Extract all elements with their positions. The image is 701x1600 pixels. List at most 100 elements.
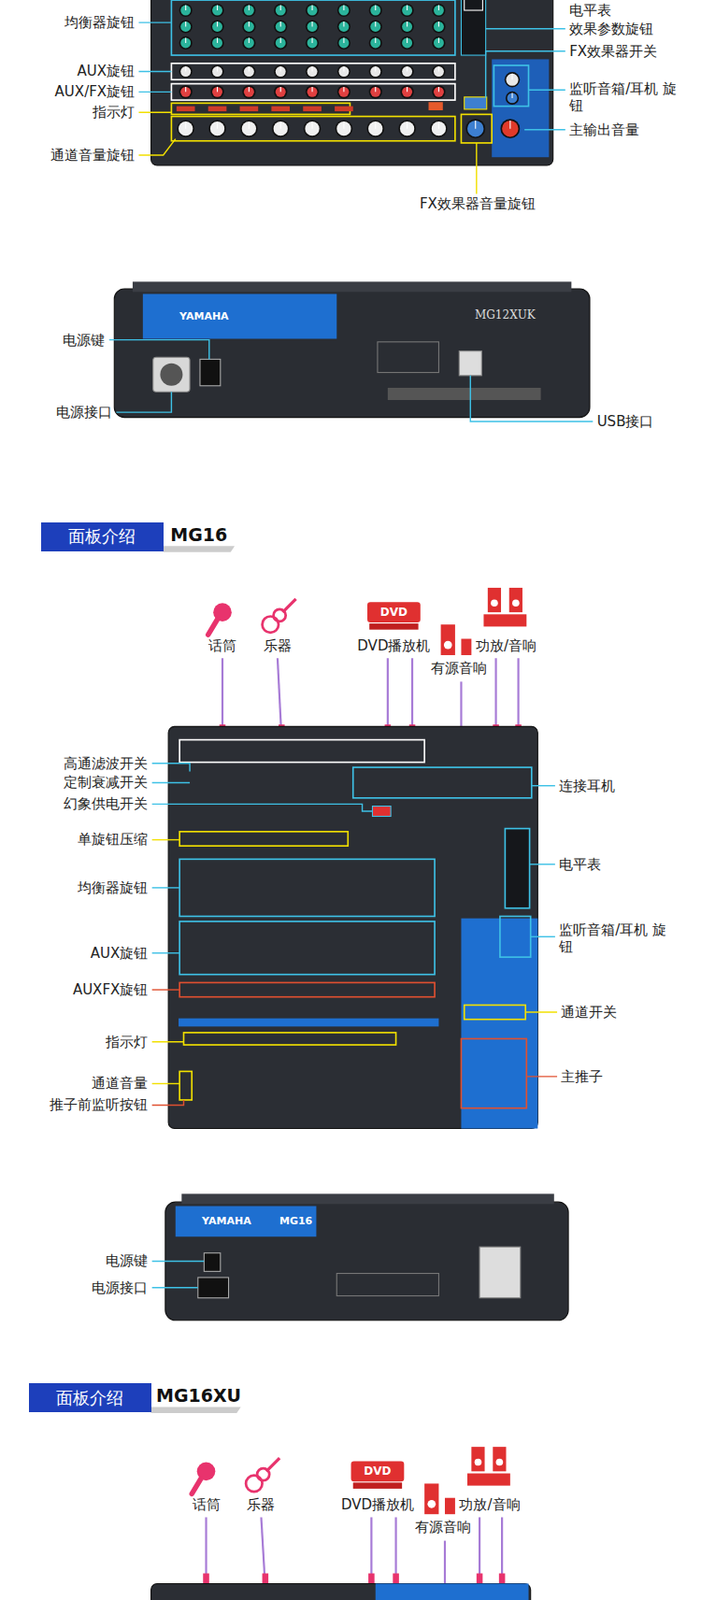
knob bbox=[401, 86, 413, 98]
knob-ring bbox=[429, 119, 448, 138]
knob-pointer bbox=[438, 37, 440, 43]
knob-ring bbox=[273, 36, 287, 50]
knob-ring bbox=[398, 119, 416, 138]
knob bbox=[338, 5, 349, 16]
fx-param-knob-box bbox=[464, 0, 484, 11]
knob bbox=[507, 92, 518, 103]
callout-boxes bbox=[179, 740, 532, 1109]
knob-pointer bbox=[438, 21, 440, 27]
knob-ring bbox=[210, 36, 224, 50]
mixer-body bbox=[168, 726, 538, 1129]
knob-pointer bbox=[312, 121, 314, 129]
callout-label: 主推子 bbox=[560, 1068, 603, 1086]
knob-ring bbox=[179, 64, 193, 78]
knob bbox=[243, 86, 255, 98]
knob-pointer bbox=[406, 5, 408, 11]
knob-ring bbox=[504, 71, 520, 87]
amplifier-icon bbox=[483, 614, 527, 627]
callout-label: AUX旋钮 bbox=[77, 62, 136, 80]
knob bbox=[370, 86, 381, 98]
knob-ring bbox=[208, 119, 227, 138]
knob-pointer bbox=[216, 121, 218, 129]
level-meter bbox=[504, 829, 530, 909]
knob-pointer bbox=[374, 66, 376, 72]
knob-ring bbox=[400, 85, 414, 99]
knob-pointer bbox=[185, 5, 186, 11]
microphone-icon bbox=[191, 1478, 201, 1494]
model-text: MG12XUK bbox=[474, 308, 536, 322]
knob bbox=[307, 21, 318, 32]
knob-ring bbox=[179, 19, 193, 33]
knob-ring bbox=[176, 119, 195, 138]
leader-lines bbox=[138, 22, 565, 194]
panel-print bbox=[377, 342, 440, 373]
level-meter bbox=[460, 0, 486, 56]
knob-pointer bbox=[343, 5, 344, 11]
knob-pointer bbox=[280, 66, 282, 72]
speaker-icon bbox=[424, 1483, 439, 1515]
banner-text: 面板介绍 bbox=[56, 1387, 124, 1410]
blue-panel bbox=[491, 58, 549, 158]
mixer-edge bbox=[181, 1193, 554, 1204]
indicator bbox=[334, 106, 354, 112]
knob bbox=[212, 37, 223, 48]
indicator bbox=[302, 106, 322, 112]
knob-pointer bbox=[185, 86, 186, 92]
knob-pointer bbox=[216, 37, 218, 43]
leader-lines bbox=[109, 340, 593, 422]
knob-pointer bbox=[438, 5, 440, 11]
callout-label: 效果参数旋钮 bbox=[569, 20, 654, 38]
knob-pointer bbox=[312, 37, 314, 43]
speaker-icon bbox=[460, 639, 472, 656]
knob-pointer bbox=[185, 37, 186, 43]
callout-label: 通道音量旋钮 bbox=[50, 146, 135, 164]
knob-pointer bbox=[406, 86, 408, 92]
callout-box bbox=[171, 84, 455, 101]
knob-pointer bbox=[374, 5, 376, 11]
knob bbox=[178, 121, 193, 136]
callout-label: 功放/音响 bbox=[475, 637, 537, 655]
knob-ring bbox=[273, 85, 287, 99]
callout-box bbox=[171, 102, 350, 115]
indicator bbox=[208, 106, 228, 112]
knob-pointer bbox=[406, 66, 408, 72]
knob-ring bbox=[305, 3, 319, 17]
brand-text: YAMAHA bbox=[179, 310, 229, 323]
amplifier-icon bbox=[467, 1473, 511, 1487]
knob-pointer bbox=[406, 21, 408, 27]
knob bbox=[501, 120, 518, 137]
knob-ring bbox=[400, 19, 414, 33]
knob bbox=[212, 86, 223, 98]
callout-label: FX效果器开关 bbox=[569, 42, 658, 60]
knob bbox=[243, 66, 255, 77]
callout-label: 定制衰减开关 bbox=[63, 773, 148, 791]
callout-label: 推子前监听按钮 bbox=[49, 1096, 148, 1114]
knob bbox=[210, 121, 225, 136]
knob bbox=[338, 66, 349, 77]
knob-pointer bbox=[312, 5, 314, 11]
knob-pointer bbox=[216, 86, 218, 92]
knob-ring bbox=[337, 36, 351, 50]
knob-pointer bbox=[280, 5, 282, 11]
callout-label: 乐器 bbox=[263, 637, 292, 655]
knob-pointer bbox=[511, 73, 513, 81]
knob-pointer bbox=[343, 86, 344, 92]
knob bbox=[505, 73, 518, 86]
callout-label: AUX旋钮 bbox=[90, 944, 149, 962]
callout-label: 电平表 bbox=[558, 856, 601, 873]
knob bbox=[275, 21, 287, 32]
knob-ring bbox=[366, 119, 385, 138]
knob bbox=[180, 66, 191, 77]
knob-pointer bbox=[185, 121, 186, 129]
speaker-icon bbox=[444, 1498, 456, 1515]
callout-label: 有源音响 bbox=[430, 659, 487, 677]
knob bbox=[307, 37, 318, 48]
knob-ring bbox=[305, 85, 319, 99]
knob-ring bbox=[431, 36, 445, 50]
knob-ring bbox=[400, 64, 414, 78]
knob bbox=[338, 21, 349, 32]
model-heading: MG16XU bbox=[156, 1385, 242, 1407]
knob bbox=[401, 66, 413, 77]
knob-pointer bbox=[343, 66, 344, 72]
knob-ring bbox=[242, 19, 256, 33]
